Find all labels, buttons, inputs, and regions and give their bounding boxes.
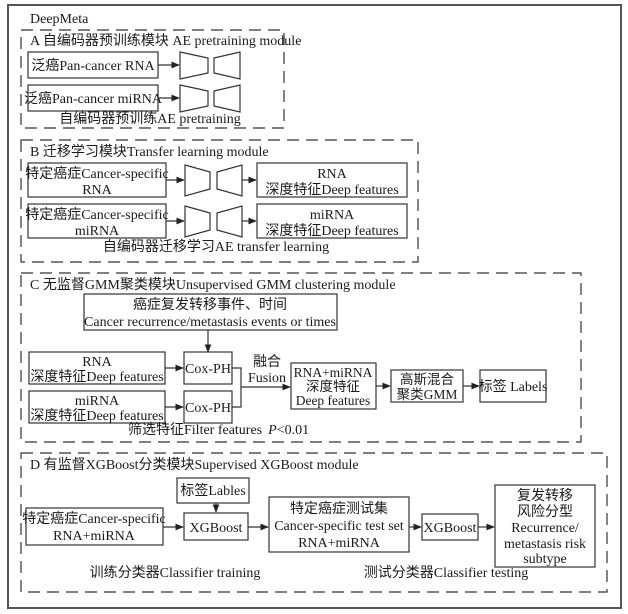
fusion-line1: 融合	[253, 354, 281, 370]
risk-line4: metastasis risk	[504, 537, 586, 552]
c-input-rna	[28, 351, 166, 385]
risk-subtype-box	[494, 484, 596, 568]
xgboost-train	[183, 512, 249, 541]
events-line1: 癌症复发转移事件、时间	[133, 296, 287, 313]
decoder-icon	[213, 51, 241, 80]
events-line2: Cancer recurrence/metastasis events or t…	[84, 315, 336, 330]
input-cs-rna-line1: 特定癌症Cancer-specific	[25, 166, 169, 182]
c-input-rna-line2: 深度特征Deep features	[30, 369, 163, 385]
c-input-rna-line1: RNA	[82, 355, 112, 370]
input-pan-cancer-mirna	[27, 84, 159, 112]
labels-box	[479, 369, 547, 403]
decoder-icon	[213, 84, 241, 113]
module-a: A 自编码器预训练模块 AE pretraining module 泛癌Pan-…	[20, 29, 301, 129]
fusion-line2: Fusion	[248, 371, 286, 386]
lables-label: 标签Lables	[180, 482, 245, 499]
combined-line3: Deep features	[296, 393, 371, 408]
input-cancer-specific-rna	[27, 162, 167, 198]
encoder-icon	[179, 84, 209, 113]
coxph-rna	[183, 351, 233, 385]
risk-line5: subtype	[523, 552, 567, 567]
c-input-mirna	[28, 390, 166, 424]
encoder-icon	[184, 164, 211, 197]
combined-line2: 深度特征	[306, 379, 360, 394]
xgboost-train-label: XGBoost	[190, 521, 243, 536]
xgboost-test-label: XGBoost	[424, 521, 477, 536]
input-cs-rna-line2: RNA	[82, 183, 112, 198]
module-b-title: B 迁移学习模块Transfer learning module	[30, 144, 269, 160]
output-mirna-line1: miRNA	[310, 208, 355, 223]
combined-line1: RNA+miRNA	[294, 365, 373, 380]
output-rna-line1: RNA	[317, 167, 347, 182]
test-set-line2: Cancer-specific test set	[274, 519, 404, 534]
caption-p: P	[267, 423, 277, 438]
diagram-title: DeepMeta	[30, 12, 89, 27]
test-set-box	[268, 496, 410, 553]
output-mirna-deep-features	[256, 203, 408, 239]
module-c-caption: 筛选特征Filter features P<0.01	[128, 422, 309, 438]
output-rna-line2: 深度特征Deep features	[265, 182, 398, 198]
c-input-mirna-line2: 深度特征Deep features	[30, 408, 163, 424]
risk-line2: 风险分型	[517, 504, 573, 520]
module-b-border	[20, 139, 419, 263]
d-input-line1: 特定癌症Cancer-specific	[22, 511, 166, 527]
events-box	[83, 293, 338, 331]
caption-classifier-training: 训练分类器Classifier training	[90, 565, 261, 581]
output-mirna-line2: 深度特征Deep features	[265, 223, 398, 239]
caption-prefix: 筛选特征Filter features	[128, 422, 262, 438]
module-b-caption: 自编码器迁移学习AE transfer learning	[103, 239, 329, 255]
fusion-bracket	[232, 367, 242, 408]
lables-box	[176, 477, 250, 504]
test-set-line3: RNA+miRNA	[298, 536, 381, 551]
risk-line1: 复发转移	[517, 487, 573, 504]
decoder-icon	[216, 205, 243, 238]
coxph-mirna-label: Cox-PH	[185, 401, 231, 416]
gmm-line1: 高斯混合	[400, 371, 454, 387]
test-set-line1: 特定癌症测试集	[290, 500, 388, 517]
module-a-border	[20, 29, 285, 129]
input-cancer-specific-mirna	[27, 203, 167, 239]
module-d-title: D 有监督XGBoost分类模块Supervised XGBoost modul…	[30, 457, 359, 473]
risk-line3: Recurrence/	[511, 521, 579, 536]
output-rna-deep-features	[256, 162, 408, 198]
xgboost-test	[421, 513, 479, 541]
module-d: D 有监督XGBoost分类模块Supervised XGBoost modul…	[20, 452, 608, 593]
caption-suffix: <0.01	[277, 423, 309, 438]
d-input-line2: RNA+miRNA	[53, 529, 136, 544]
c-input-mirna-line1: miRNA	[75, 394, 120, 409]
outer-frame	[7, 4, 622, 609]
d-input-box	[25, 507, 164, 546]
encoder-icon	[184, 205, 211, 238]
module-d-border	[20, 452, 608, 593]
gmm-line2: 聚类GMM	[397, 387, 458, 402]
input-cs-mirna-line2: miRNA	[75, 224, 120, 239]
encoder-icon	[179, 51, 209, 80]
labels-label: 标签 Labels	[479, 378, 548, 395]
input-pan-cancer-mirna-label: 泛癌Pan-cancer miRNA	[24, 91, 163, 107]
module-a-caption: 自编码器预训练AE pretraining	[59, 111, 241, 127]
decoder-icon	[216, 164, 243, 197]
coxph-mirna	[183, 390, 233, 424]
module-c-border	[20, 272, 582, 443]
module-a-title: A 自编码器预训练模块 AE pretraining module	[30, 33, 301, 49]
coxph-rna-label: Cox-PH	[185, 362, 231, 377]
input-cs-mirna-line1: 特定癌症Cancer-specific	[25, 207, 169, 223]
module-b: B 迁移学习模块Transfer learning module 特定癌症Can…	[20, 139, 419, 263]
caption-classifier-testing: 测试分类器Classifier testing	[364, 565, 529, 581]
module-c-title: C 无监督GMM聚类模块Unsupervised GMM clustering …	[30, 277, 396, 293]
input-pan-cancer-rna-label: 泛癌Pan-cancer RNA	[31, 58, 155, 74]
module-c: C 无监督GMM聚类模块Unsupervised GMM clustering …	[20, 272, 582, 443]
